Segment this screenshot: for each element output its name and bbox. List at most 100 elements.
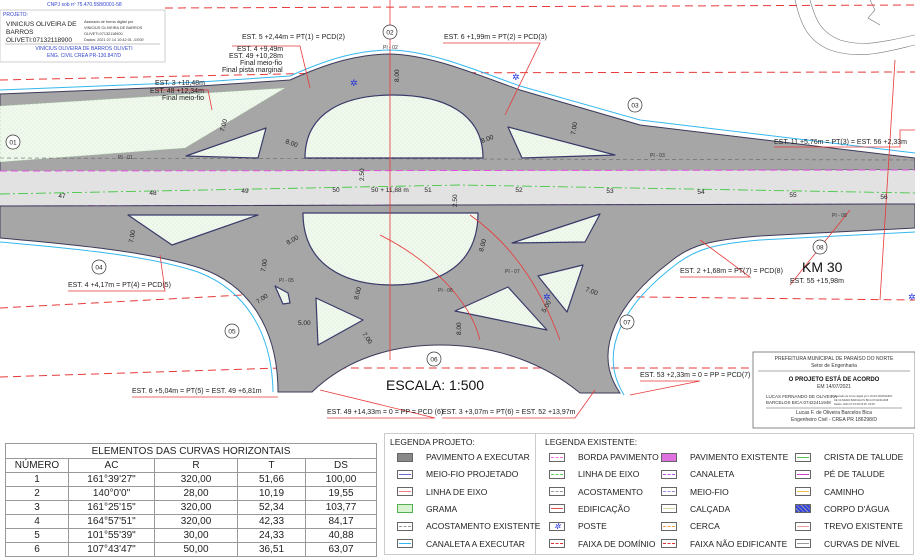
island-right-triangle <box>537 264 584 313</box>
circle-label: 08 <box>816 245 824 252</box>
table-cell: 5 <box>5 528 69 543</box>
dimension-label: 7.00 <box>128 229 137 243</box>
column-header: R <box>154 458 238 473</box>
table-cell: 161°39'27" <box>68 472 155 487</box>
dimension-label: 7.00 <box>584 286 599 297</box>
legend-swatch-icon <box>549 487 565 497</box>
circle-label: 07 <box>623 320 631 327</box>
island-bottom-semicircle <box>302 212 479 286</box>
circle-label: 02 <box>386 30 394 37</box>
table-cell: 63,07 <box>305 542 377 557</box>
legend-swatch-icon <box>397 504 413 514</box>
km-label: KM 30 <box>802 259 843 275</box>
table-cell: 50,00 <box>154 542 238 557</box>
table-cell: 320,00 <box>154 472 238 487</box>
dimension-label: 2.50 <box>452 194 459 207</box>
est-label: EST. 6 +5,04m = PT(5) = EST. 49 +6,81m <box>132 388 262 395</box>
legend-swatch-icon <box>549 452 565 462</box>
legend-swatch-icon <box>661 504 677 514</box>
legend-item: CALÇADA <box>661 502 730 516</box>
circle-04: 04 <box>91 259 107 275</box>
est-label: EST. 3 +10,48m <box>155 80 205 87</box>
island-left-triangle <box>315 297 364 346</box>
est-label: EST. 3 +3,07m = PT(6) = EST. 52 +13,97m <box>442 409 576 416</box>
legend-swatch-icon <box>661 469 677 479</box>
approver-crea: Engenheiro Civil - CREA PR 186298/D <box>791 417 877 423</box>
table-cell: 101°55'39" <box>68 528 155 543</box>
table-cell: 103,77 <box>305 500 377 515</box>
legend-label: FAIXA NÃO EDIFICANTE <box>690 538 788 549</box>
legend-label: EDIFICAÇÃO <box>578 503 630 514</box>
dimension-label: 8.00 <box>478 238 488 252</box>
table-cell: 30,00 <box>154 528 238 543</box>
legend-existente-title: LEGENDA EXISTENTE: <box>545 437 638 447</box>
circle-02: 02 <box>382 24 398 40</box>
circle-05: 05 <box>224 323 240 339</box>
pi-label: PI - 05 <box>279 278 294 284</box>
legend-item: PAVIMENTO EXISTENTE <box>661 450 788 464</box>
circle-label: 04 <box>95 265 103 272</box>
dimension-label: 7.00 <box>219 118 229 132</box>
legend-swatch-icon <box>795 487 811 497</box>
legend-item: PAVIMENTO A EXECUTAR <box>397 450 530 464</box>
legend-label: TREVO EXISTENTE <box>824 521 903 532</box>
legend-label: PÉ DE TALUDE <box>824 469 885 480</box>
dimension-label: 8.00 <box>480 134 495 145</box>
pi-label: PI - 01 <box>118 155 133 161</box>
legend-item: PÉ DE TALUDE <box>795 467 885 481</box>
pi-label: PI - 08 <box>832 213 847 219</box>
dimension-label: 2.50 <box>359 168 366 181</box>
table-cell: 161°25'15" <box>68 500 155 515</box>
legend-item: CAMINHO <box>795 485 864 499</box>
table-title: ELEMENTOS DAS CURVAS HORIZONTAIS <box>5 443 377 459</box>
table-cell: 140°0'0" <box>68 486 155 501</box>
table-cell: 52,34 <box>237 500 306 515</box>
legend-panel: LEGENDA PROJETO: LEGENDA EXISTENTE: PAVI… <box>384 433 914 555</box>
island-pi05 <box>274 285 291 305</box>
legend-swatch-icon <box>795 521 811 531</box>
station-label: 50 + 11,88 m <box>371 187 409 194</box>
legend-swatch-icon <box>549 539 565 548</box>
legend-item: CANALETA <box>661 467 734 481</box>
island-long-triangle <box>454 286 548 331</box>
legend-swatch-icon <box>397 539 413 548</box>
legend-label: LINHA DE EIXO <box>578 469 640 480</box>
legend-swatch-icon <box>661 487 677 497</box>
legend-label: CALÇADA <box>690 503 731 514</box>
poste-icon: ✲ <box>543 293 551 303</box>
column-header: T <box>237 458 306 473</box>
signature-text: Dados: 2021.07.14 10:42:01 -03'00' <box>84 38 144 42</box>
est-label: EST. 6 +1,99m = PT(2) = PCD(3) <box>444 34 547 41</box>
signature-text: Assinado de forma digital por <box>84 20 134 24</box>
legend-item: LINHA DE EIXO <box>549 467 639 481</box>
legend-item: FAIXA DE DOMÍNIO <box>549 537 655 551</box>
est-label: EST. 11 +5,76m = PT(3) = EST. 56 +2,33m <box>774 139 907 146</box>
signature-text: Assinado de forma digital por LUCAS FERN… <box>834 394 892 398</box>
table-cell: 10,19 <box>237 486 306 501</box>
legend-swatch-icon <box>397 487 413 497</box>
legend-item: CRISTA DE TALUDE <box>795 450 903 464</box>
island-bottom-right <box>511 213 601 244</box>
circle-06: 06 <box>426 351 442 367</box>
poste-icon: ✲ <box>908 293 915 303</box>
est-label: EST. 53 +2,33m = 0 = PP = PCD(7) <box>640 372 750 379</box>
table-cell: 107°43'47" <box>68 542 155 557</box>
circle-03: 03 <box>627 97 643 113</box>
legend-label: CAMINHO <box>824 486 865 497</box>
station-label: 55 <box>789 192 797 199</box>
legend-label: CURVAS DE NÍVEL <box>824 538 900 549</box>
canaleta-lower <box>0 231 915 396</box>
table-cell: 84,17 <box>305 514 377 529</box>
legend-label: MEIO-FIO PROJETADO <box>426 469 519 480</box>
dimension-label: 8.00 <box>456 322 463 335</box>
station-label: 54 <box>697 189 705 196</box>
legend-swatch-icon <box>795 504 811 514</box>
table-cell: 320,00 <box>154 500 238 515</box>
table-cell: 320,00 <box>154 514 238 529</box>
contour-lines <box>794 0 915 55</box>
legend-label: ACOSTAMENTO EXISTENTE <box>426 521 541 532</box>
